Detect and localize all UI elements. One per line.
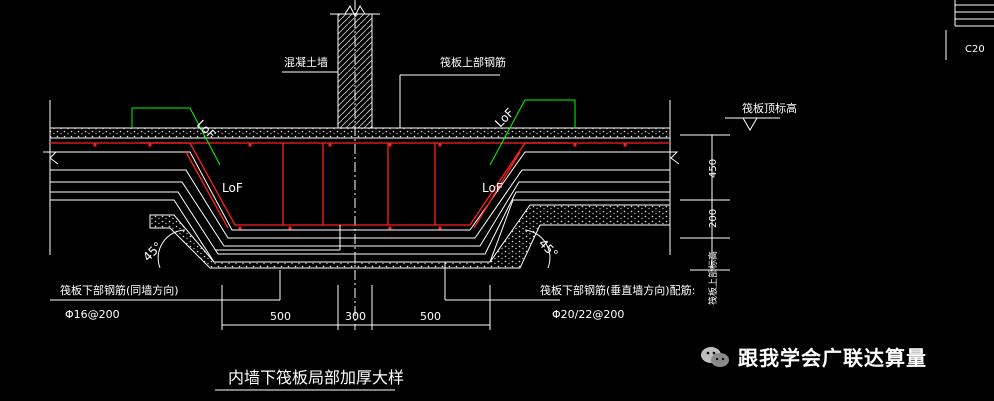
lof-label-top-right: LoF (492, 106, 517, 131)
rebar-cage (50, 142, 670, 229)
angle-label-left: 45° (140, 239, 165, 264)
bottom-rebar-right-spec: Φ20/22@200 (552, 308, 624, 321)
raft-top-elevation-label: 筏板顶标高 (742, 101, 797, 115)
rebar-dots (93, 143, 627, 230)
dim-side-bottom: 筏板上部标高 (707, 251, 719, 305)
bottom-rebar-right-label: 筏板下部钢筋(垂直墙方向)配筋: (540, 283, 695, 297)
raft-slab (43, 0, 680, 330)
wall-label: 混凝土墙 (284, 55, 328, 69)
label-leaders (50, 71, 780, 301)
dim-500-right: 500 (420, 310, 441, 323)
dim-300: 300 (345, 310, 366, 323)
top-rebar-label: 筏板上部钢筋 (440, 55, 506, 69)
lof-label-mid-right: LoF (482, 181, 503, 195)
lap-leaders (131, 99, 576, 166)
bottom-rebar-left-spec: Φ16@200 (65, 308, 120, 321)
corner-label: C20 (965, 44, 985, 55)
corner-fragment: C20 (945, 0, 994, 60)
horizontal-dimension (215, 285, 491, 391)
drawing-title: 内墙下筏板局部加厚大样 (228, 368, 404, 387)
angle-label-right: 45° (536, 236, 561, 261)
wechat-icon (701, 346, 729, 367)
lof-label-mid-left: LoF (222, 181, 243, 195)
dim-200: 200 (708, 209, 719, 228)
bottom-rebar-left-label: 筏板下部钢筋(同墙方向) (60, 283, 179, 297)
vertical-dimension (680, 134, 730, 271)
watermark-text: 跟我学会广联达算量 (738, 346, 927, 370)
dim-450: 450 (708, 159, 719, 178)
dim-500-left: 500 (270, 310, 291, 323)
angle-marks (157, 229, 551, 269)
watermark: 跟我学会广联达算量 (700, 342, 927, 371)
